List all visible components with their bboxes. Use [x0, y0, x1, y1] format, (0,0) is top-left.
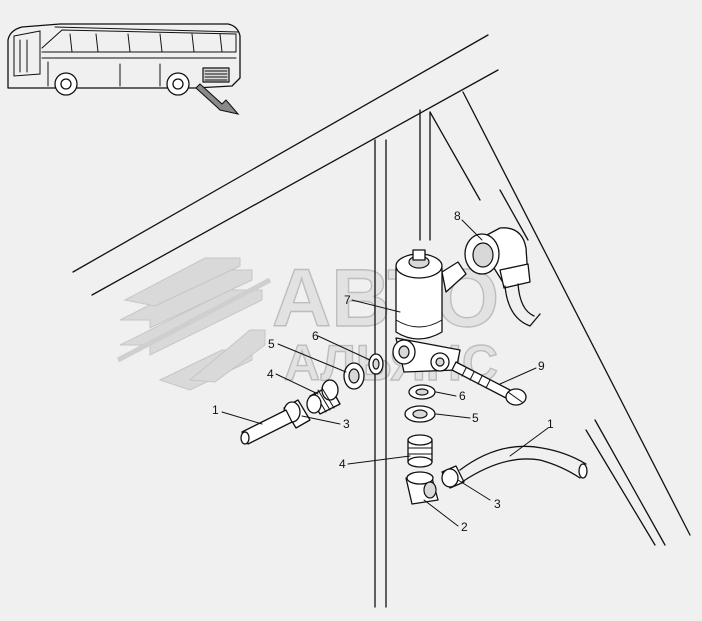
callout-4-upper: 4	[267, 367, 274, 381]
callout-leader-lines	[221, 219, 549, 527]
callout-5-upper: 5	[268, 337, 275, 351]
callout-3-left: 3	[343, 417, 350, 431]
callout-labels: 1 1 2 3 3 4 4 5 5 6 6 7 8 9	[212, 209, 554, 534]
callout-6-lower: 6	[459, 389, 466, 403]
callout-3-right: 3	[494, 497, 501, 511]
callout-6-upper: 6	[312, 329, 319, 343]
callout-7: 7	[344, 293, 351, 307]
part-1-tube-left	[240, 409, 293, 445]
callout-1-right: 1	[547, 417, 554, 431]
part-1-tube-right	[459, 445, 588, 483]
callout-4-lower: 4	[339, 457, 346, 471]
watermark-logo	[116, 257, 272, 391]
location-pointer-arrow	[195, 83, 240, 115]
part-4-adapter-left	[306, 379, 341, 415]
callout-1-left: 1	[212, 403, 219, 417]
part-8-elbow-fitting	[464, 227, 541, 327]
callout-2: 2	[461, 520, 468, 534]
part-7-valve-body	[392, 249, 467, 373]
watermark-text-line2: АЛЬЯНС	[284, 335, 498, 391]
bus-location-thumbnail	[7, 23, 241, 115]
part-3-hose-nut-right	[441, 465, 465, 489]
part-9-bolt	[451, 361, 527, 406]
callout-9: 9	[538, 359, 545, 373]
part-2-lower-elbow	[405, 471, 439, 505]
callout-5-lower: 5	[472, 411, 479, 425]
part-4-adapter-lower	[407, 434, 433, 468]
body-frame-lines	[72, 34, 691, 608]
callout-8: 8	[454, 209, 461, 223]
